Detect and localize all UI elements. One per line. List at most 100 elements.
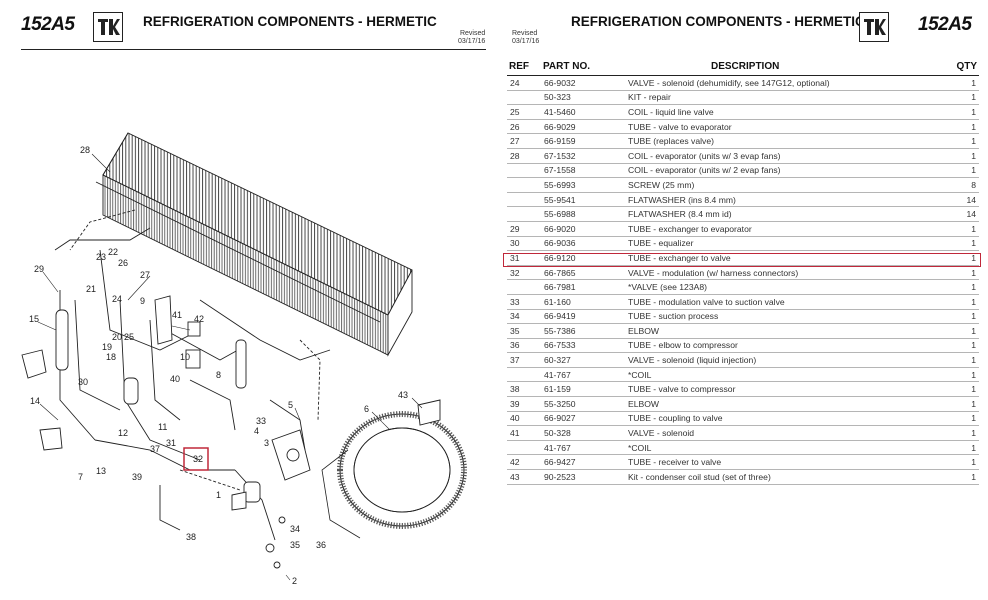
callout-9: 9 xyxy=(140,296,145,306)
cell-ref: 28 xyxy=(507,148,541,164)
callout-26: 26 xyxy=(118,258,128,268)
callout-6: 6 xyxy=(364,404,369,414)
cell-part: 67-1532 xyxy=(541,148,625,164)
cell-qty: 1 xyxy=(945,163,979,179)
callout-36: 36 xyxy=(316,540,326,550)
cell-desc: ELBOW xyxy=(625,323,945,339)
cell-qty: 1 xyxy=(945,323,979,339)
right-page-title: REFRIGERATION COMPONENTS - HERMETIC xyxy=(571,14,865,29)
right-revised: Revised 03/17/16 xyxy=(512,30,539,46)
cell-qty: 8 xyxy=(945,177,979,193)
cell-part: 55-9541 xyxy=(541,192,625,208)
cell-desc: TUBE (replaces valve) xyxy=(625,133,945,149)
cell-ref: 33 xyxy=(507,294,541,310)
cell-ref: 30 xyxy=(507,236,541,252)
cell-ref xyxy=(507,163,541,179)
cell-part: 66-9036 xyxy=(541,236,625,252)
cell-desc: *VALVE (see 123A8) xyxy=(625,279,945,295)
callout-2: 2 xyxy=(292,576,297,586)
cell-ref xyxy=(507,192,541,208)
cell-part: 55-6988 xyxy=(541,206,625,222)
cell-part: 50-323 xyxy=(541,90,625,106)
cell-ref: 27 xyxy=(507,133,541,149)
callout-27: 27 xyxy=(140,270,150,280)
thermo-king-logo xyxy=(93,12,123,42)
cell-desc: COIL - evaporator (units w/ 3 evap fans) xyxy=(625,148,945,164)
cell-qty: 1 xyxy=(945,338,979,354)
cell-desc: VALVE - solenoid (liquid injection) xyxy=(625,352,945,368)
callout-23: 23 xyxy=(96,252,106,262)
cell-qty: 1 xyxy=(945,250,979,266)
condenser-coil xyxy=(321,411,467,539)
cell-part: 66-9027 xyxy=(541,411,625,427)
cell-part: 60-327 xyxy=(541,352,625,368)
callout-12: 12 xyxy=(118,428,128,438)
callout-38: 38 xyxy=(186,532,196,542)
cell-desc: Kit - condenser coil stud (set of three) xyxy=(625,469,945,485)
cell-ref: 37 xyxy=(507,352,541,368)
cell-desc: VALVE - solenoid xyxy=(625,425,945,441)
callout-1: 1 xyxy=(216,490,221,500)
callout-21: 21 xyxy=(86,284,96,294)
cell-desc: TUBE - modulation valve to suction valve xyxy=(625,294,945,310)
cell-qty: 1 xyxy=(945,425,979,441)
cell-qty: 1 xyxy=(945,133,979,149)
cell-ref: 42 xyxy=(507,454,541,471)
cell-part: 66-7981 xyxy=(541,279,625,295)
cell-part: 66-9029 xyxy=(541,119,625,135)
callout-28: 28 xyxy=(80,145,90,155)
evaporator-coil xyxy=(95,132,413,357)
cell-ref: 24 xyxy=(507,75,541,91)
col-part-no: PART NO. xyxy=(541,58,625,76)
table-header-row: REF PART NO. DESCRIPTION QTY xyxy=(507,58,979,76)
cell-qty: 1 xyxy=(945,381,979,398)
cell-ref: 31 xyxy=(507,250,541,266)
cell-qty: 1 xyxy=(945,352,979,368)
callout-42: 42 xyxy=(194,314,204,324)
cell-desc: COIL - liquid line valve xyxy=(625,104,945,120)
cell-part: 61-159 xyxy=(541,381,625,398)
cell-qty: 1 xyxy=(945,90,979,106)
cell-part: 41-5460 xyxy=(541,104,625,120)
cell-ref: 43 xyxy=(507,469,541,485)
cell-ref xyxy=(507,440,541,456)
cell-qty: 1 xyxy=(945,119,979,135)
callout-10: 10 xyxy=(180,352,190,362)
cell-part: 66-9120 xyxy=(541,250,625,266)
col-description: DESCRIPTION xyxy=(625,58,945,76)
cell-part: 66-7533 xyxy=(541,338,625,354)
cell-part: 66-9427 xyxy=(541,454,625,471)
cell-desc: ELBOW xyxy=(625,396,945,412)
cell-ref xyxy=(507,367,541,383)
cell-desc: SCREW (25 mm) xyxy=(625,177,945,193)
cell-part: 55-3250 xyxy=(541,396,625,412)
callout-11: 11 xyxy=(158,422,167,432)
callout-33: 33 xyxy=(256,416,266,426)
cell-desc: TUBE - suction process xyxy=(625,309,945,325)
callout-3: 3 xyxy=(264,438,269,448)
cell-desc: FLATWASHER (8.4 mm id) xyxy=(625,206,945,222)
cell-qty: 14 xyxy=(945,192,979,208)
left-page-title: REFRIGERATION COMPONENTS - HERMETIC xyxy=(143,14,437,29)
callout-4: 4 xyxy=(254,426,259,436)
cell-part: 66-7865 xyxy=(541,265,625,281)
cell-desc: FLATWASHER (ins 8.4 mm) xyxy=(625,192,945,208)
cell-qty: 1 xyxy=(945,411,979,427)
cell-desc: *COIL xyxy=(625,367,945,383)
cell-desc: *COIL xyxy=(625,440,945,456)
callout-22: 22 xyxy=(108,247,118,257)
cell-desc: KIT - repair xyxy=(625,90,945,106)
cell-ref xyxy=(507,279,541,295)
cell-qty: 1 xyxy=(945,75,979,91)
